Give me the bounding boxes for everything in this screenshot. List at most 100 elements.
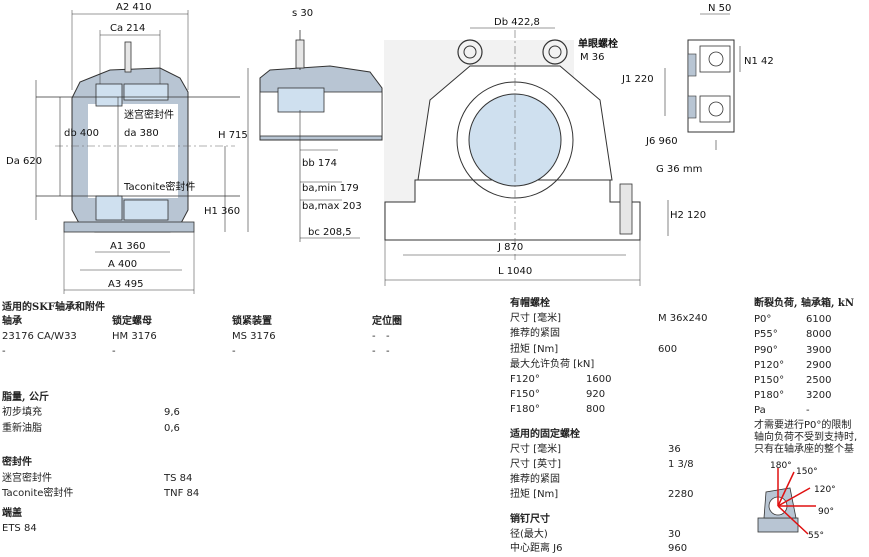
table-cell: - bbox=[232, 346, 236, 357]
dim-J1: J1 220 bbox=[621, 74, 654, 85]
breaking-load-value: 3200 bbox=[806, 390, 832, 401]
angle-label: 55° bbox=[808, 531, 824, 541]
side-section-view bbox=[259, 30, 383, 242]
dim-s: s 30 bbox=[292, 8, 313, 19]
breaking-load-value: 2500 bbox=[806, 375, 832, 386]
end-cover-title: 端盖 bbox=[2, 508, 22, 519]
dim-G: G 36 mm bbox=[656, 164, 702, 175]
angle-label: 90° bbox=[818, 507, 834, 517]
seal-title: 密封件 bbox=[2, 457, 32, 468]
load-label: F180° bbox=[510, 404, 540, 415]
dim-Db: Db 422,8 bbox=[494, 17, 540, 28]
breaking-load-label: P55° bbox=[754, 329, 778, 340]
grease-label: 重新油脂 bbox=[2, 423, 42, 434]
table-cell: MS 3176 bbox=[232, 331, 276, 342]
cap-bolt-label: 尺寸 [毫米] bbox=[510, 313, 561, 324]
dim-L: L 1040 bbox=[498, 266, 532, 277]
dim-N1: N1 42 bbox=[744, 56, 774, 67]
dowel-label: 中心距离 J6 bbox=[510, 543, 563, 554]
seal-value: TS 84 bbox=[164, 473, 193, 484]
technical-drawings: A2 410 Ca 214 db 400 da 380 Da 620 H 715… bbox=[6, 2, 774, 294]
breaking-load-label: Pa bbox=[754, 405, 766, 416]
table-cell: - bbox=[372, 331, 376, 342]
table-cell: - bbox=[2, 346, 6, 357]
breaking-load-value: 3900 bbox=[806, 345, 832, 356]
anchor-label: 尺寸 [英寸] bbox=[510, 459, 561, 470]
breaking-load-value: 6100 bbox=[806, 314, 832, 325]
anchor-value: 36 bbox=[668, 444, 681, 455]
breaking-load-label: P120° bbox=[754, 360, 785, 371]
table-cell: - bbox=[386, 331, 390, 342]
seal-value: TNF 84 bbox=[164, 488, 200, 499]
cap-bolt-value: 600 bbox=[658, 344, 678, 355]
grease-label: 初步填充 bbox=[2, 407, 42, 418]
dim-A2: A2 410 bbox=[116, 2, 151, 13]
col-header-locknut: 锁定螺母 bbox=[112, 316, 152, 327]
col-header-locating-ring: 定位圈 bbox=[372, 316, 402, 327]
label-taconite-seal: Taconite密封件 bbox=[123, 180, 195, 193]
dim-N: N 50 bbox=[708, 3, 731, 14]
breaking-load-label: P150° bbox=[754, 375, 785, 386]
breaking-load-label: P180° bbox=[754, 390, 785, 401]
dim-H2: H2 120 bbox=[670, 210, 706, 221]
table-cell: - bbox=[372, 346, 376, 357]
accessories-title: 适用的SKF轴承和附件 bbox=[2, 302, 106, 313]
dowel-value: 30 bbox=[668, 529, 681, 540]
load-value: 800 bbox=[586, 404, 606, 415]
dim-Da: Da 620 bbox=[6, 156, 42, 167]
note-line: 只有在轴承座的整个基 bbox=[754, 444, 854, 455]
dim-H1: H1 360 bbox=[204, 206, 240, 217]
dim-Ca: Ca 214 bbox=[110, 23, 145, 34]
grease-value: 0,6 bbox=[164, 423, 180, 434]
anchor-bolt-title: 适用的固定螺栓 bbox=[510, 429, 580, 440]
angle-label: 150° bbox=[796, 467, 818, 477]
breaking-load-value: 2900 bbox=[806, 360, 832, 371]
angle-label: 120° bbox=[814, 485, 836, 495]
anchor-label: 扭矩 [Nm] bbox=[510, 489, 559, 500]
label-eyebolt: 单眼螺栓 bbox=[578, 37, 618, 50]
anchor-value: 1 3/8 bbox=[668, 459, 694, 470]
angle-label: 180° bbox=[770, 461, 792, 471]
seal-label: 迷宫密封件 bbox=[2, 473, 52, 484]
table-cell: 23176 CA/W33 bbox=[2, 331, 77, 342]
breaking-load-value: 8000 bbox=[806, 329, 832, 340]
note-line: 才需要进行P0°的限制 bbox=[754, 420, 852, 431]
table-cell: - bbox=[112, 346, 116, 357]
load-value: 920 bbox=[586, 389, 606, 400]
cap-bolt-label: 最大允许负荷 [kN] bbox=[510, 359, 595, 370]
anchor-label: 推荐的紧固 bbox=[510, 474, 560, 485]
dim-A3: A3 495 bbox=[108, 279, 143, 290]
grease-title: 脂量, 公斤 bbox=[2, 392, 49, 403]
dim-A: A 400 bbox=[108, 259, 137, 270]
cap-bolt-title: 有帽螺栓 bbox=[510, 298, 550, 309]
label-labyrinth-seal: 迷宫密封件 bbox=[124, 108, 174, 121]
breaking-load-value: - bbox=[806, 405, 810, 416]
dim-J6: J6 960 bbox=[645, 136, 678, 147]
load-direction-diagram: 180° 150° 120° 90° 55° bbox=[757, 461, 836, 541]
dowel-value: 960 bbox=[668, 543, 688, 554]
seal-label: Taconite密封件 bbox=[2, 488, 74, 499]
cap-bolt-value: M 36x240 bbox=[658, 313, 708, 324]
load-label: F150° bbox=[510, 389, 540, 400]
col-header-locking-device: 锁紧装置 bbox=[232, 316, 272, 327]
load-label: F120° bbox=[510, 374, 540, 385]
dim-bb: bb 174 bbox=[302, 158, 337, 169]
anchor-label: 尺寸 [毫米] bbox=[510, 444, 561, 455]
dim-ba-max: ba,max 203 bbox=[302, 201, 362, 212]
front-section-view bbox=[35, 10, 249, 294]
end-cover-value: ETS 84 bbox=[2, 523, 37, 534]
dim-J: J 870 bbox=[497, 242, 523, 253]
col-header-bearing: 轴承 bbox=[2, 316, 22, 327]
dim-H: H 715 bbox=[218, 130, 248, 141]
dim-bc: bc 208,5 bbox=[308, 227, 352, 238]
cap-bolt-label: 推荐的紧固 bbox=[510, 328, 560, 339]
label-eyebolt-size: M 36 bbox=[580, 52, 605, 63]
dowel-label: 径(最大) bbox=[510, 529, 548, 540]
end-view bbox=[384, 27, 669, 286]
table-cell: - bbox=[386, 346, 390, 357]
dim-A1: A1 360 bbox=[110, 241, 145, 252]
breaking-load-label: P0° bbox=[754, 314, 772, 325]
grease-value: 9,6 bbox=[164, 407, 180, 418]
dim-db: db 400 bbox=[64, 128, 99, 139]
note-line: 轴向负荷不受到支持时, bbox=[754, 432, 858, 443]
